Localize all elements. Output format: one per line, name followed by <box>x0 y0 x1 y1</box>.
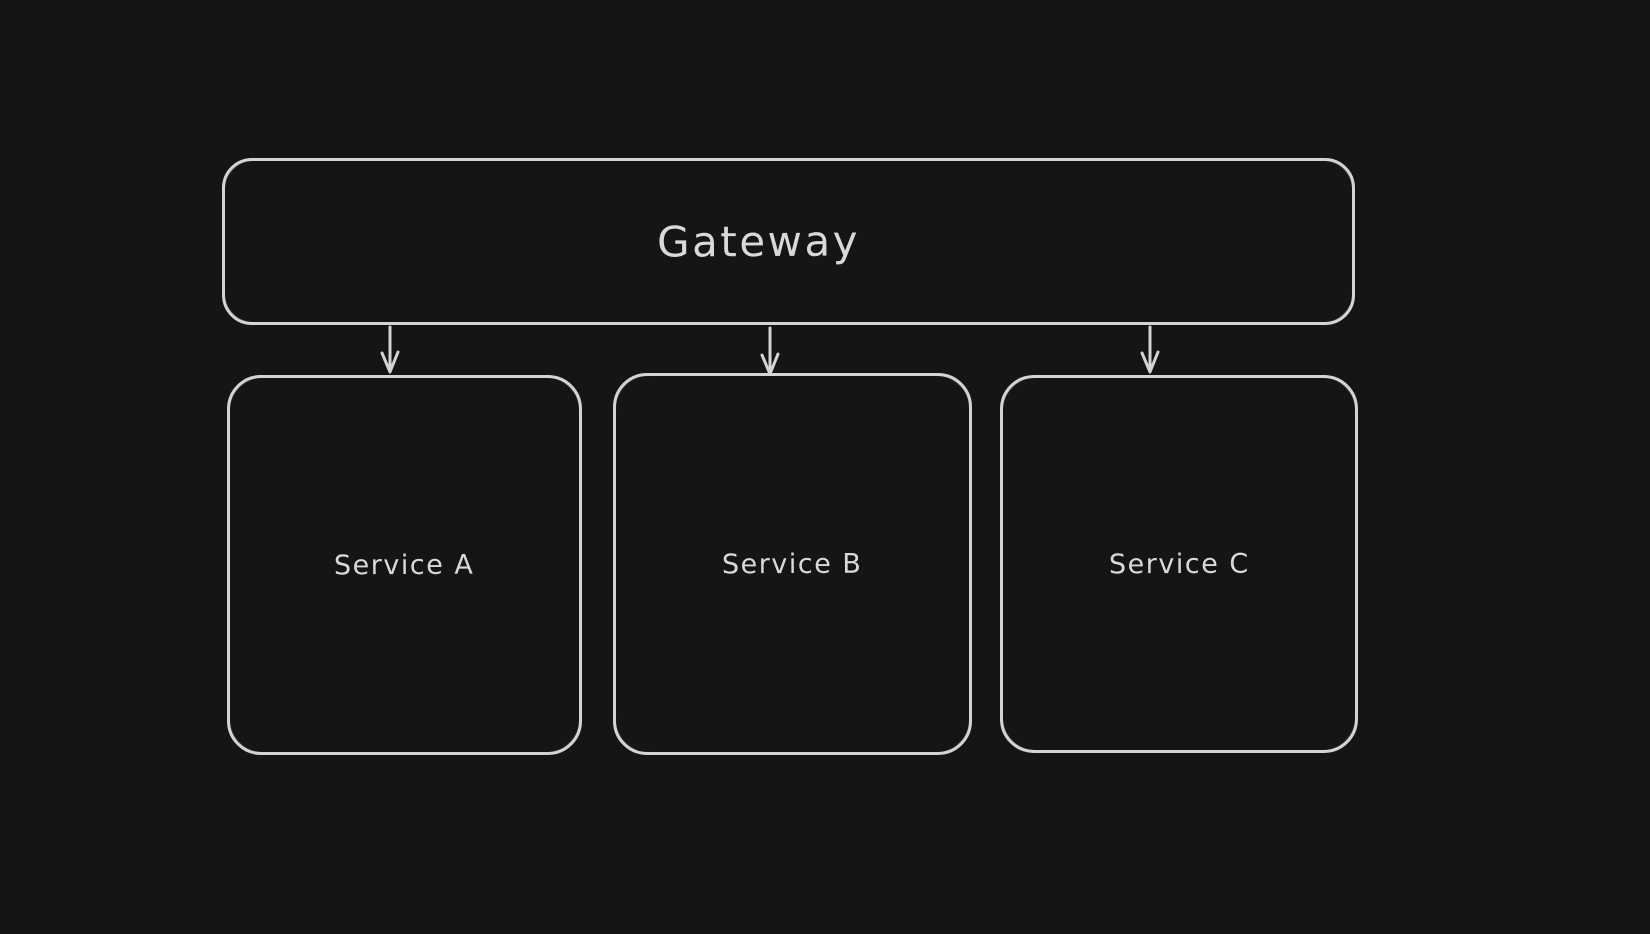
edge-arrow-gateway-to-service-c[interactable] <box>1140 325 1160 374</box>
node-service-b[interactable]: Service B <box>613 373 972 755</box>
node-service-b-label: Service B <box>722 548 863 580</box>
node-gateway-label: Gateway <box>656 216 861 267</box>
edge-arrow-gateway-to-service-a[interactable] <box>380 325 400 374</box>
node-service-c[interactable]: Service C <box>1000 375 1358 753</box>
edge-arrow-gateway-to-service-b[interactable] <box>760 326 780 376</box>
node-service-a-label: Service A <box>334 549 475 581</box>
node-service-a[interactable]: Service A <box>227 375 582 755</box>
node-service-c-label: Service C <box>1108 548 1250 580</box>
node-gateway[interactable]: Gateway <box>222 158 1355 325</box>
